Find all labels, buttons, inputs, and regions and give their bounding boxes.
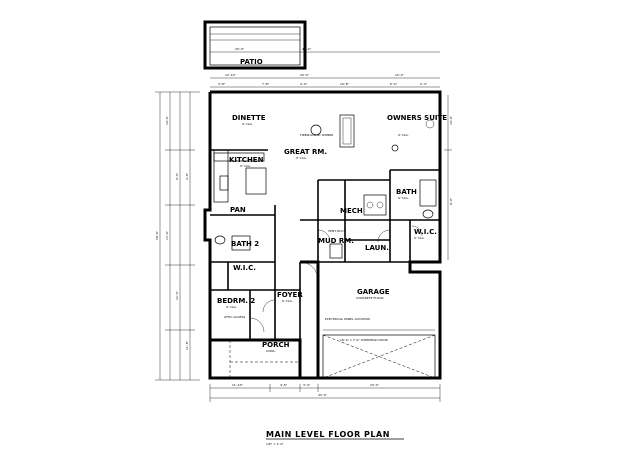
garage-door: 16'-0" x 7'-0" OVERHEAD DOOR (322, 329, 436, 379)
dim-sub-e: 6'-0" (390, 82, 398, 86)
wic-sub: 9' CLG. (414, 236, 425, 240)
owners-suite-label: OWNERS SUITE (387, 114, 447, 122)
dim-right-b: 9'-0" (449, 197, 453, 205)
porch-area (229, 340, 300, 378)
kitchen-label: KITCHEN (229, 156, 264, 164)
bath-label: BATH (396, 188, 417, 196)
porch-sub: CONC. (266, 349, 276, 353)
bedroom2-sub: 9' CLG. (226, 305, 237, 309)
dim-right-a: 10'-0" (449, 115, 453, 125)
dim-left-c: 13'-0" (165, 230, 169, 240)
dim-top-b: 20'-0" (300, 73, 310, 77)
great-room-sub: 9' CLG. (296, 156, 307, 160)
fireplace-note: FIREPLACE BY OWNER (300, 133, 333, 137)
laundry-label: LAUN. (365, 244, 389, 252)
plan-scale: 1/8" = 1'-0" (266, 442, 284, 446)
interior-walls (210, 149, 440, 340)
bedroom2-label: BEDRM. 2 (217, 297, 255, 305)
dim-left-b: 6'-6" (175, 172, 179, 180)
attic-note: ATTIC ACCESS (224, 315, 245, 319)
dim-left-d: 12'-4" (175, 290, 179, 300)
foyer-sub: 9' CLG. (282, 299, 293, 303)
dim-bot-c: 3'-4" (303, 383, 311, 387)
dinette-sub: 9' CLG. (242, 122, 253, 126)
bath-sub: 9' CLG. (398, 196, 409, 200)
plan-notes: FIREPLACE BY OWNER ELECTRICAL PANEL LOCA… (224, 133, 370, 321)
garage-label: GARAGE (357, 288, 390, 296)
wic-label: W.I.C. (414, 228, 437, 236)
dim-top-c: 10'-2" (395, 73, 405, 77)
dim-overall-width: 43'-0" (302, 47, 312, 51)
patio-area: PATIO CONC. (203, 20, 307, 70)
fixtures (214, 114, 437, 333)
dim-sub-d: 10'-8" (340, 82, 350, 86)
title-block: MAIN LEVEL FLOOR PLAN 1/8" = 1'-0" (266, 430, 404, 446)
exterior-walls (203, 90, 442, 380)
dim-bot-d: 23'-4" (370, 383, 380, 387)
foyer-label: FOYER (277, 291, 303, 299)
left-dimensions: 58'-0" 10'-6" 6'-6" 13'-0" 12'-4" 11'-8"… (155, 91, 200, 381)
wic2-label: W.I.C. (233, 264, 256, 272)
dim-overall-width-bottom: 43'-0" (318, 393, 328, 397)
dim-patio-width: 20'-0" (235, 47, 245, 51)
dim-left-f: 4'-0" (185, 172, 189, 180)
room-labels: DINETTE 9' CLG. KITCHEN 9' CLG. GREAT RM… (217, 114, 447, 353)
mud-room-label: MUD RM. (318, 237, 354, 245)
top-dimensions: 20'-0" 43'-0" 12'-10" 20'-0" 10'-2" 3'-8… (210, 47, 440, 88)
great-room-label: GREAT RM. (284, 148, 327, 156)
dim-sub-a: 3'-8" (218, 82, 226, 86)
pantry-label: PAN (230, 206, 246, 214)
bottom-dimensions: 11'-10" 4'-6" 3'-4" 23'-4" 43'-0" (209, 383, 441, 402)
dim-left-e: 11'-8" (185, 340, 189, 350)
mech-label: MECH (340, 207, 363, 215)
dinette-label: DINETTE (232, 114, 266, 122)
kitchen-sub: 9' CLG. (240, 164, 251, 168)
bath2-label: BATH 2 (231, 240, 259, 248)
vent-note: VENT DUCT (328, 229, 346, 233)
dim-sub-c: 4'-0" (300, 82, 308, 86)
garage-sub: CONCRETE FLOOR (356, 296, 384, 300)
garage-door-note: 16'-0" x 7'-0" OVERHEAD DOOR (340, 338, 388, 342)
electrical-panel-note: ELECTRICAL PANEL LOCATION (325, 317, 370, 321)
owners-suite-sub: 9' CLG. (398, 133, 409, 137)
dim-sub-f: 2'-4" (420, 82, 428, 86)
plan-title: MAIN LEVEL FLOOR PLAN (266, 430, 390, 439)
dim-bot-a: 11'-10" (232, 383, 244, 387)
porch-label: PORCH (262, 341, 290, 349)
dim-left-a: 10'-6" (165, 115, 169, 125)
dim-sub-b: 7'-8" (262, 82, 270, 86)
dim-bot-b: 4'-6" (280, 383, 288, 387)
patio-label: PATIO (240, 58, 263, 66)
dim-overall-depth: 58'-0" (155, 230, 159, 240)
dim-top-a: 12'-10" (225, 73, 237, 77)
right-dimensions: 10'-0" 9'-0" (444, 95, 453, 260)
patio-sub: CONC. (246, 66, 256, 70)
